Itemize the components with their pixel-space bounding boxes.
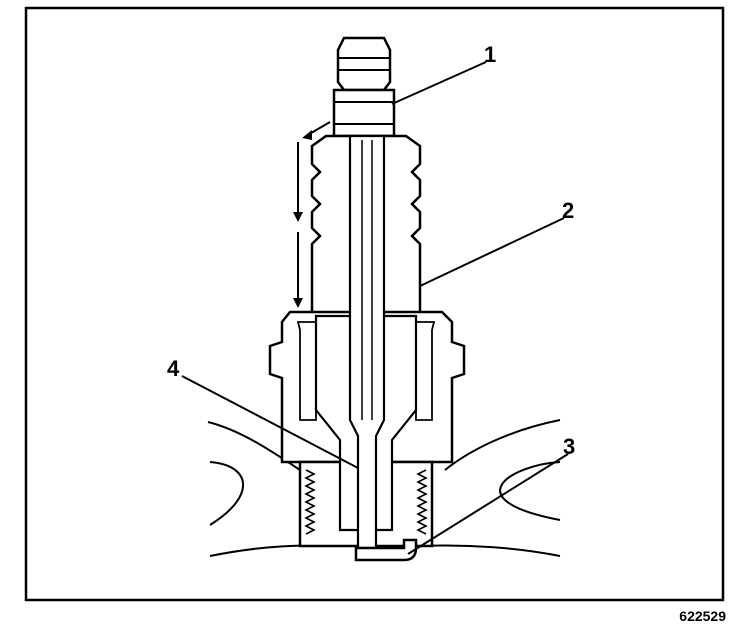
diagram-frame [24, 6, 725, 602]
callout-1: 1 [484, 42, 497, 67]
terminal-collar [332, 88, 396, 138]
cylinder-head-right-pocket [499, 461, 561, 521]
ground-electrode [354, 538, 418, 562]
dimension-arrowhead [302, 130, 312, 140]
thread-zigzag-right [416, 469, 428, 535]
leader-line-1 [391, 61, 487, 105]
cylinder-head-right-bottom [419, 544, 561, 557]
shell-inner-recess [296, 321, 317, 421]
shell-inner-recess [415, 321, 436, 421]
dimension-arrowhead [293, 212, 303, 222]
cylinder-head-left [207, 421, 301, 471]
cylinder-head-left-pocket [209, 461, 244, 526]
callout-3: 3 [563, 434, 576, 459]
leader-line-4 [181, 375, 359, 469]
leader-line-2 [419, 217, 565, 287]
terminal-nut [336, 36, 392, 92]
dimension-arrowhead [293, 298, 303, 308]
leader-line-3 [407, 453, 569, 555]
figure-id: 622529 [679, 608, 726, 624]
cylinder-head-right [444, 419, 561, 471]
callout-4: 4 [167, 356, 180, 381]
thread-zigzag-left [304, 469, 316, 535]
callout-2: 2 [562, 198, 575, 223]
